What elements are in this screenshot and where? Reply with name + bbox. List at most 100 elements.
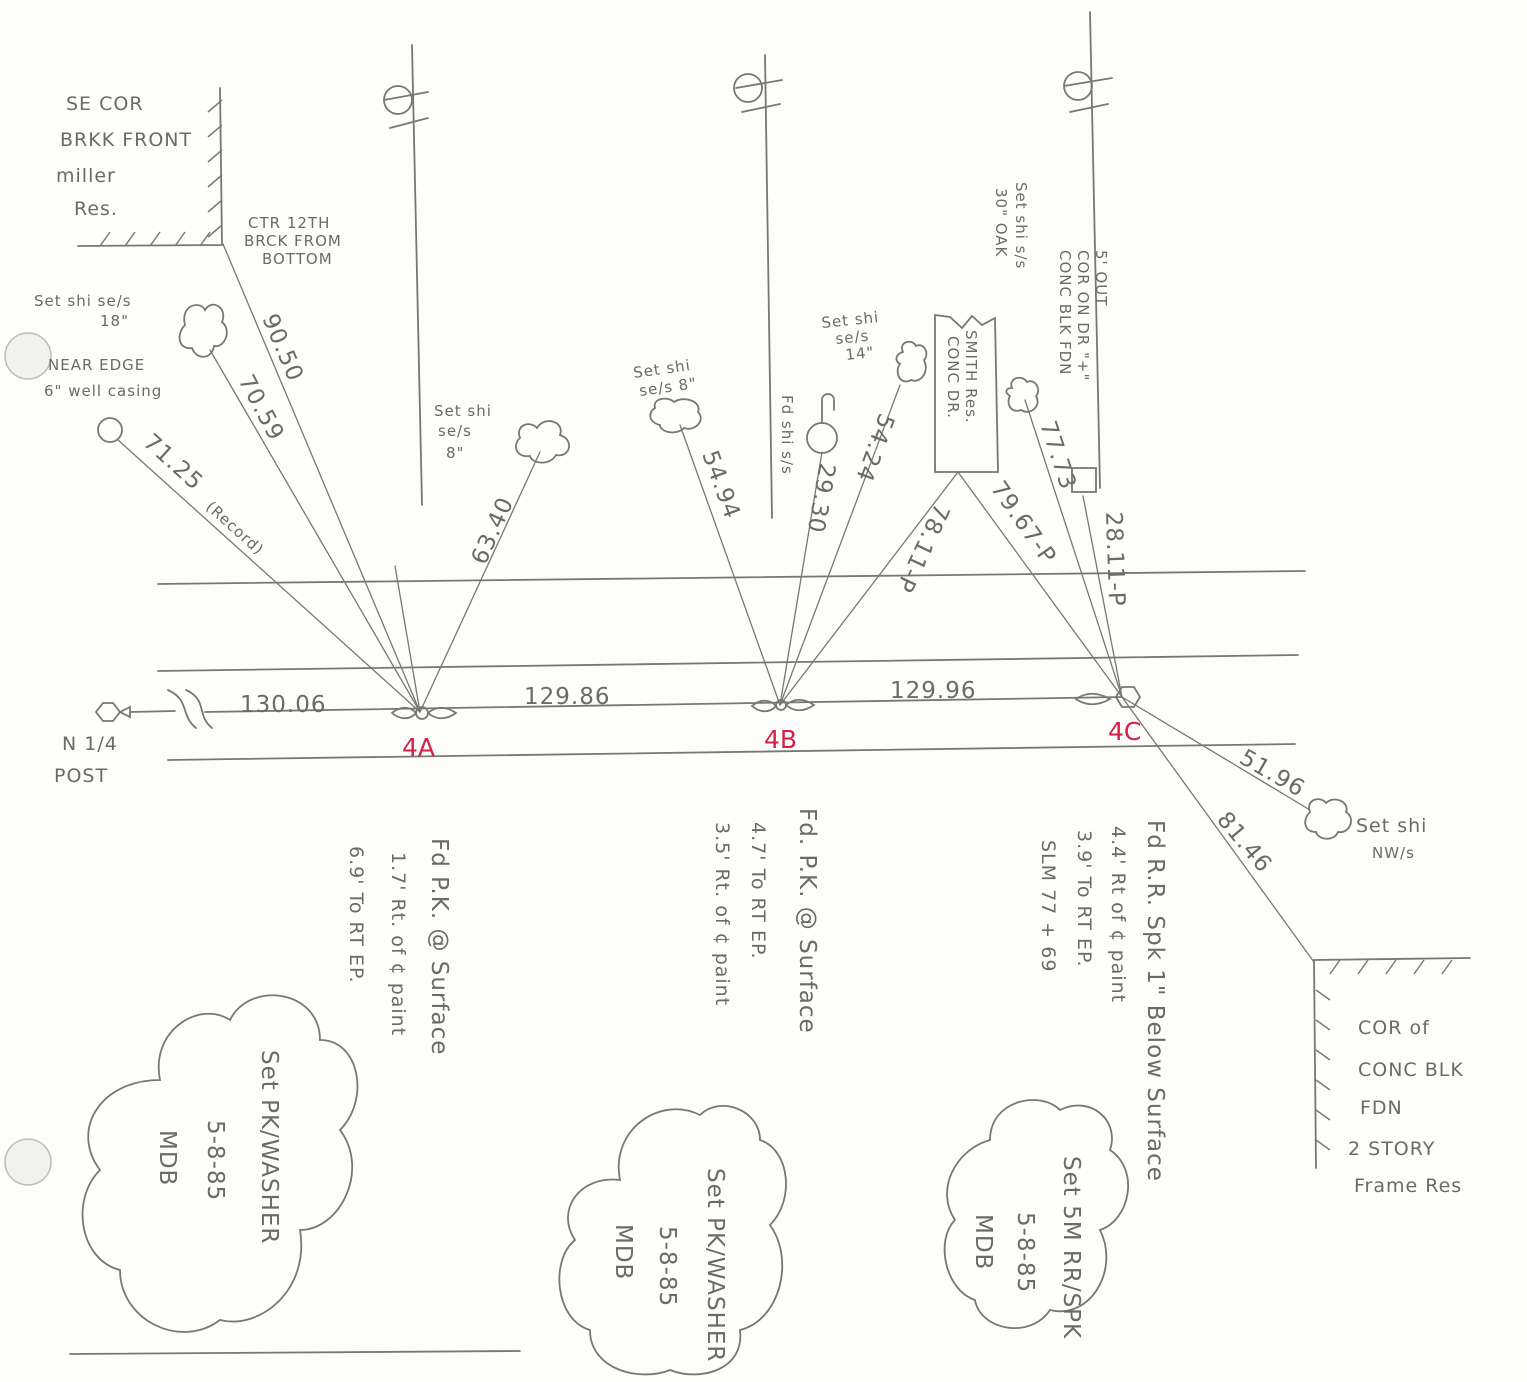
frame-res-line-1: COR of — [1358, 1017, 1430, 1039]
tie-4c-oak — [1024, 399, 1123, 698]
desc-4c-line-2: 4.4' Rt of ¢ paint — [1107, 826, 1129, 1003]
cloud-4a — [81, 994, 359, 1333]
dist-129-86: 129.86 — [524, 684, 610, 710]
cloud-4b-line-1: Set PK/WASHER — [702, 1168, 728, 1362]
n-quarter-line-2: POST — [54, 765, 108, 787]
dist-29-30: 29.30 — [802, 461, 840, 535]
cloud-4a-line-1: Set PK/WASHER — [256, 1050, 282, 1244]
desc-4b-line-2: 4.7' To RT EP. — [747, 822, 769, 960]
shi-18-line-2: 18" — [100, 312, 129, 330]
road-edge-north — [157, 570, 1306, 585]
property-line-1 — [411, 44, 423, 506]
miller-note-line-2: BRKK FRONT — [60, 129, 192, 151]
point-4c-symbol — [1074, 686, 1142, 708]
cloud-4c-line-3: MDB — [970, 1214, 996, 1270]
miller-note-line-4: Res. — [74, 198, 118, 220]
dist-record: (Record) — [202, 498, 267, 559]
tree-8b — [649, 397, 702, 434]
point-4a-label: 4A — [402, 733, 435, 762]
fdn-corner-symbol — [1071, 467, 1097, 493]
desc-4c-line-4: SLM 77 + 69 — [1037, 840, 1059, 972]
frame-res-line-4: 2 STORY — [1348, 1138, 1435, 1160]
tie-4c-smith — [957, 471, 1123, 698]
shi-nw-line-2: NW/s — [1372, 844, 1415, 862]
dist-51-96: 51.96 — [1235, 745, 1309, 803]
cloud-4c — [943, 1099, 1129, 1329]
binder-hole-top — [4, 332, 52, 380]
road — [129, 570, 1306, 761]
dist-81-46: 81.46 — [1211, 807, 1276, 878]
tie-4a-miller — [222, 243, 421, 713]
property-lines — [383, 11, 1113, 519]
pl-symbol-3 — [1063, 71, 1113, 113]
traverse-line — [204, 696, 1123, 713]
smith-house-corner — [934, 313, 999, 473]
smith-line-1: CONC DR. — [944, 336, 962, 419]
desc-4b-line-3: 3.5' Rt. of ¢ paint — [711, 822, 733, 1006]
point-4a-symbol — [390, 706, 458, 720]
dist-130-06: 130.06 — [240, 692, 326, 718]
cloud-4b-line-3: MDB — [610, 1224, 636, 1280]
n-quarter-post-symbol — [94, 702, 131, 722]
cloud-4b-line-2: 5-8-85 — [654, 1226, 680, 1307]
property-line-2 — [764, 54, 773, 519]
desc-4c-line-3: 3.9' To RT EP. — [1073, 830, 1095, 968]
tie-4c-fdn — [1082, 495, 1123, 698]
dist-79-67: 79.67-P — [985, 477, 1061, 570]
shi-8a-line-3: 8" — [446, 444, 464, 462]
smith-line-2: SMITH Res. — [962, 330, 980, 424]
cloud-4a-line-3: MDB — [154, 1130, 180, 1186]
traverse-line-west — [129, 710, 176, 713]
ctr-brick-line-1: CTR 12TH — [248, 214, 330, 232]
tie-4a-tree18 — [209, 349, 421, 713]
oak-line-2: 30" OAK — [992, 188, 1010, 258]
road-edge-mid — [157, 654, 1299, 672]
tie-4a-tree8 — [419, 451, 541, 713]
frame-res-wall — [1313, 957, 1471, 1169]
tree-18 — [178, 303, 228, 358]
ctr-brick-line-3: BOTTOM — [262, 250, 333, 268]
pl-symbol-2 — [733, 73, 783, 113]
shi-18-line-1: Set shi se/s — [34, 292, 132, 310]
shi-8a-line-2: se/s — [438, 422, 472, 440]
tie-4b-fdshi — [779, 451, 823, 706]
point-4b-label: 4B — [764, 725, 797, 754]
shi-14-line-3: 14" — [845, 343, 876, 364]
cloud-4b — [558, 1105, 787, 1376]
tree-nw — [1304, 798, 1352, 840]
desc-4c-line-1: Fd R.R. Spk 1" Below Surface — [1142, 820, 1168, 1182]
fd-shi-note: Fd shi s/s — [778, 395, 796, 475]
road-edge-south — [167, 743, 1296, 761]
dist-54-94: 54.94 — [696, 447, 745, 522]
ctr-brick-line-2: BRCK FROM — [244, 232, 342, 250]
dist-28-11: 28.11-P — [1100, 511, 1129, 607]
bottom-rule — [69, 1350, 521, 1355]
frame-res-corner — [1313, 957, 1471, 1169]
binder-hole-bottom — [4, 1138, 52, 1186]
cloud-4c-line-2: 5-8-85 — [1012, 1212, 1038, 1293]
tie-4b-tree14 — [779, 384, 901, 706]
point-4c-label: 4C — [1108, 717, 1141, 746]
break-mark-1 — [167, 689, 197, 729]
break-mark-2 — [185, 689, 213, 729]
tie-4c-tree-nw — [1121, 696, 1311, 811]
miller-note-line-1: SE COR — [66, 93, 144, 115]
shi-14-line-1: Set shi — [821, 308, 880, 332]
shi-nw-line-1: Set shi — [1356, 815, 1427, 837]
tree-14 — [895, 340, 928, 383]
dist-63-40: 63.40 — [467, 493, 520, 568]
dist-90-50: 90.50 — [256, 310, 308, 385]
point-4b-symbol — [750, 698, 816, 713]
shi-14-line-2: se/s — [835, 327, 871, 348]
well-note-line-2: 6" well casing — [44, 382, 162, 400]
miller-note-line-3: miller — [56, 165, 116, 187]
dist-77-73: 77.73 — [1034, 418, 1081, 493]
miller-house-corner — [77, 87, 223, 247]
desc-4a-line-3: 6.9' To RT EP. — [345, 846, 367, 984]
oak-line-1: Set shi s/s — [1012, 182, 1030, 269]
well-note-line-1: NEAR EDGE — [48, 356, 145, 374]
tree-8a — [515, 420, 570, 464]
tie-4b-tree8 — [679, 424, 781, 706]
